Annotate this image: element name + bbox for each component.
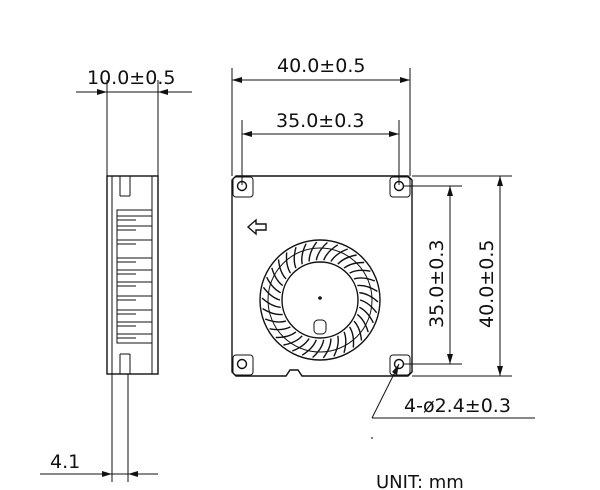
impeller-blade	[330, 248, 348, 262]
hole-height-label: 35.0±0.3	[426, 240, 448, 328]
hole-width-label: 35.0±0.3	[276, 110, 364, 132]
hole-br	[393, 358, 405, 370]
impeller-blade	[293, 247, 297, 269]
impeller-blade	[301, 243, 307, 265]
outer-width-label: 40.0±0.5	[277, 55, 365, 77]
impeller-blade	[262, 308, 283, 316]
impeller-blade	[343, 261, 365, 269]
impeller-blade	[261, 297, 281, 308]
impeller-blade	[333, 335, 339, 357]
holes-leader-arrow	[392, 364, 399, 375]
impeller-blade	[266, 276, 282, 294]
side-body	[106, 175, 159, 375]
impeller-blade	[301, 339, 317, 356]
impeller-blade	[312, 339, 325, 359]
fan-housing	[231, 175, 413, 377]
impeller-blade	[359, 299, 378, 314]
outer-width-arrow-right	[400, 77, 410, 83]
unit-label: UNIT: mm	[376, 472, 464, 490]
impeller	[259, 239, 381, 361]
impeller-blade-ring	[267, 247, 373, 353]
impeller-blade	[262, 286, 281, 301]
impeller-blade	[285, 252, 292, 274]
impeller-blade	[356, 313, 369, 333]
impeller-blade	[353, 320, 363, 341]
front-view: 40.0±0.5 35.0±0.3	[231, 55, 535, 439]
side-offset-arrow-left	[102, 471, 112, 477]
hole-width-arrow-right	[389, 131, 399, 137]
outer-height-arrow-bottom	[497, 366, 503, 376]
impeller-blade	[277, 259, 287, 280]
impeller-blade	[337, 254, 357, 265]
outer-width-arrow-left	[232, 77, 242, 83]
side-outlet	[116, 209, 153, 344]
impeller-outer-ring	[259, 239, 381, 361]
impeller-blade	[264, 318, 287, 323]
side-width-label: 10.0±0.5	[87, 67, 175, 89]
hole-height-arrow-bottom	[447, 354, 453, 364]
impeller-blade	[315, 241, 328, 261]
outer-height-label: 40.0±0.5	[476, 240, 498, 328]
side-outlet-slats	[117, 215, 152, 339]
hole-width-arrow-left	[242, 131, 252, 137]
impeller-blade	[323, 244, 339, 261]
impeller-blade	[343, 331, 347, 353]
impeller-blade	[358, 306, 374, 324]
side-offset-label: 4.1	[50, 451, 80, 473]
impeller-blade	[359, 292, 379, 303]
outer-height-arrow-top	[497, 176, 503, 186]
stray-dot	[371, 437, 373, 439]
side-view: 10.0±0.5 4.1	[40, 67, 192, 482]
impeller-blade	[292, 338, 310, 352]
impeller-blade	[275, 331, 297, 339]
hole-tl	[236, 180, 248, 192]
impeller-hub	[281, 261, 359, 339]
holes-label: 4-ø2.4±0.3	[404, 395, 511, 417]
hole-pad-br	[389, 354, 411, 376]
hole-height-arrow-top	[447, 186, 453, 196]
side-width-arrow-left	[97, 89, 107, 95]
side-offset-arrow-right	[128, 471, 138, 477]
impeller-blade	[308, 241, 318, 262]
impeller-blade	[348, 326, 355, 348]
impeller-label-slot	[313, 319, 327, 335]
hole-pad-bl	[232, 354, 254, 376]
impeller-center-dot	[318, 296, 322, 300]
hole-bl	[236, 358, 248, 370]
impeller-blade	[349, 269, 371, 274]
mounting-holes	[232, 176, 411, 376]
impeller-blade	[271, 267, 284, 287]
side-width-arrow-right	[158, 89, 168, 95]
airflow-arrow-icon	[246, 218, 267, 236]
hole-pad-tl	[232, 176, 254, 198]
hole-pad-tr	[389, 176, 411, 198]
hole-tr	[393, 180, 405, 192]
impeller-blade	[322, 338, 332, 359]
impeller-blade	[269, 326, 291, 331]
impeller-blades	[261, 241, 379, 359]
impeller-blade	[357, 284, 378, 292]
impeller-blade	[283, 335, 303, 346]
impeller-blade	[353, 277, 376, 282]
